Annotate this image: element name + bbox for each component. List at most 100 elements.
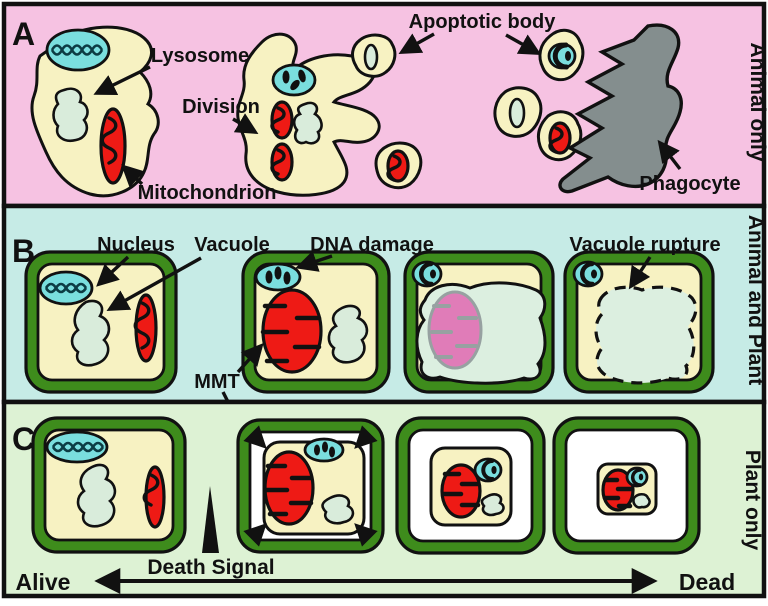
cell-mmt [241, 250, 391, 394]
vacuole [632, 492, 651, 509]
cell-mito-in-vacuole [403, 250, 555, 394]
panel-c: C Plant only [1, 399, 767, 599]
condensed-chromatin [314, 444, 320, 456]
mitochondrion-dividing-top [270, 100, 294, 140]
mitochondrion [142, 465, 166, 529]
vacuole [327, 304, 369, 364]
condensed-chromatin [282, 70, 290, 84]
mitochondrion-body [270, 142, 294, 182]
apoptotic-body-fragment [374, 141, 423, 190]
nucleus-condensed [625, 466, 649, 488]
dna-helix-strand [51, 441, 105, 453]
nucleus [45, 28, 111, 72]
lysosome [52, 87, 89, 142]
mitochondrion-cristae [263, 463, 314, 517]
dna-helix-strand [44, 282, 88, 294]
mitochondrion-cristae [270, 148, 286, 176]
vacuole [70, 299, 111, 367]
condensed-chromatin [298, 69, 306, 83]
condensed-chromatin [430, 269, 436, 279]
mitochondrion-cristae [142, 473, 160, 507]
panel-b-side-label: Animal and Plant [744, 215, 767, 385]
condensed-chromatin [265, 270, 273, 284]
condensed-chromatin [552, 42, 569, 70]
nucleus-envelope [271, 63, 317, 97]
vacuole [480, 493, 505, 517]
mitochondrion [133, 293, 158, 363]
mitochondrion-cristae [386, 154, 402, 182]
nucleus-envelope [473, 457, 503, 483]
vacuole-arrow [106, 256, 202, 311]
label-dead: Dead [679, 569, 735, 595]
label-nucleus: Nucleus [97, 234, 175, 256]
apoptotic-body-fragment [351, 33, 397, 78]
condensed-chromatin [565, 51, 571, 61]
condensed-chromatin [580, 261, 595, 287]
shrinkage-arrow-bottom-right [354, 523, 378, 547]
plant-cell-dead [552, 416, 701, 555]
division-arrow [232, 113, 259, 135]
nucleus-condensed [411, 260, 443, 288]
mitochondrion-swollen [263, 450, 315, 526]
vacuole [76, 463, 117, 528]
mitochondrion-body [144, 465, 166, 529]
dna-helix-strand [51, 441, 105, 453]
panel-c-side-label: Plant only [741, 450, 764, 551]
panel-a: A Animal only [1, 1, 768, 209]
mitochondrion [440, 463, 482, 519]
mitochondrion-degrading [427, 290, 483, 370]
mitochondrion-body [99, 107, 127, 185]
label-death-signal: Death Signal [147, 556, 274, 579]
mitochondrion-dividing-bottom [270, 142, 294, 182]
condensed-chromatin [283, 271, 291, 285]
nucleus-dna-damage [303, 437, 345, 463]
condensed-chromatin [322, 441, 328, 453]
condensed-chromatin [329, 446, 335, 458]
nucleus-envelope [411, 260, 443, 288]
condensed-chromatin [274, 266, 282, 280]
animal-cell-apoptotic [236, 32, 381, 197]
lysosome-arrow [93, 65, 151, 95]
label-division: Division [182, 96, 260, 118]
panel-c-letter: C [12, 421, 35, 457]
label-mitochondrion: Mitochondrion [138, 182, 277, 204]
label-dna-damage: DNA damage [310, 234, 434, 256]
nucleus-condensed [473, 457, 503, 483]
shrinkage-arrow-bottom-left [243, 523, 267, 547]
mitochondrion-cristae [133, 301, 151, 350]
mitochondrion-swollen [260, 288, 323, 374]
nucleus-envelope [45, 28, 111, 72]
vacuole [321, 494, 355, 525]
nucleus-envelope [45, 430, 109, 464]
condensed-chromatin [630, 468, 643, 487]
condensed-chromatin [481, 459, 495, 482]
nucleus-envelope [572, 260, 604, 288]
phagocyte-arrow [657, 139, 682, 171]
mmt-arrow-up [236, 343, 264, 374]
plant-cell-condensed [395, 416, 546, 555]
nucleus-dna-damage [254, 262, 302, 292]
apoptotic-body-arrow-left [398, 32, 435, 54]
dna-damage-arrow [295, 250, 333, 272]
cell-body [30, 25, 160, 198]
plant-cell-alive [31, 416, 187, 554]
dna-helix-strand [50, 44, 104, 56]
condensed-chromatin [491, 466, 497, 474]
fragment-vacuole [363, 43, 379, 71]
label-vacuole-rupture: Vacuole rupture [569, 234, 720, 256]
mitochondrion-arrow [121, 164, 145, 188]
nucleus [38, 270, 94, 306]
mitochondrion-cristae [270, 106, 286, 134]
plant-cell-shrinking [236, 418, 385, 554]
condensed-chromatin [419, 261, 434, 287]
label-apoptotic-body: Apoptotic body [409, 11, 557, 33]
animal-cell-healthy [30, 25, 160, 198]
mitochondrion-body [427, 290, 483, 370]
mitochondrion [99, 107, 127, 185]
apoptotic-body-fragment [536, 110, 583, 162]
label-phagocyte: Phagocyte [639, 173, 740, 195]
condensed-chromatin [638, 473, 644, 481]
panel-a-side-label: Animal only [746, 42, 768, 161]
mitochondrion-body [270, 100, 294, 140]
